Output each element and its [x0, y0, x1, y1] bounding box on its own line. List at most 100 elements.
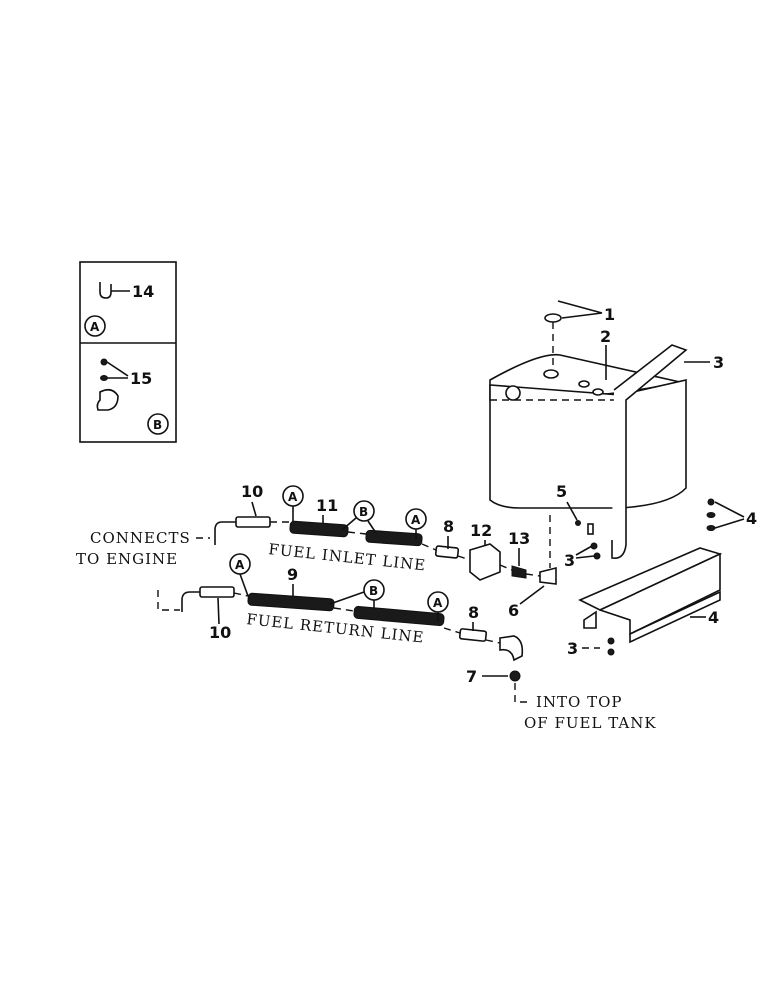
inlet-fitting-8: [434, 545, 460, 559]
callout-8b: 8: [468, 603, 479, 622]
fuel-tank: [489, 353, 687, 509]
inlet-clip-a1-label: A: [288, 490, 298, 504]
callout-9: 9: [287, 565, 298, 584]
leader-1: [557, 300, 603, 319]
screw-5: [575, 520, 581, 526]
inlet-dash-2: [347, 531, 367, 535]
leader-5: [566, 501, 578, 521]
leader-10b: [217, 597, 220, 625]
inlet-filter-12: [469, 543, 501, 581]
bolt-3: [587, 523, 594, 535]
washer-4: [706, 512, 716, 518]
callout-8a: 8: [443, 517, 454, 536]
section-a-label: A: [90, 320, 100, 334]
inlet-dash-4: [457, 555, 471, 561]
inlet-dash-6: [525, 573, 541, 577]
leader-15: [106, 361, 129, 379]
bracket-lip: [629, 590, 721, 644]
bushing-7: [509, 670, 521, 682]
callout-3b: 3: [564, 551, 575, 570]
fuel-inlet-line: [214, 516, 557, 585]
return-fitting-10: [199, 586, 235, 598]
inlet-dash-3: [421, 543, 437, 551]
inlet-clip-a2-label: A: [411, 513, 421, 527]
tank-opening-2: [578, 380, 590, 388]
nut-3: [593, 552, 601, 560]
screw-15: [100, 358, 108, 366]
callout-10b: 10: [209, 623, 231, 642]
callout-5: 5: [556, 482, 567, 501]
callout-7: 7: [466, 667, 477, 686]
callout-10a: 10: [241, 482, 263, 501]
callout-6: 6: [508, 601, 519, 620]
cap-1: [544, 313, 562, 323]
leader-return-b: [329, 591, 375, 610]
tank-outlet-fitting: [539, 566, 557, 585]
inlet-clip-b: [353, 500, 375, 522]
tank-strap: [611, 344, 688, 560]
callout-1: 1: [604, 305, 615, 324]
callout-12: 12: [470, 521, 492, 540]
bolt-4: [707, 498, 715, 506]
return-clip-a1-label: A: [235, 558, 245, 572]
leader-10a: [251, 501, 257, 517]
into-top-leader: [514, 683, 530, 703]
callout-13: 13: [508, 529, 530, 548]
inlet-hose-11a: [289, 520, 349, 538]
bracket-flange: [599, 552, 721, 636]
inset-frame: [79, 261, 177, 443]
tank-front: [489, 384, 621, 509]
into-top-caption-2: OF FUEL TANK: [524, 714, 657, 732]
section-a-marker: [84, 315, 106, 337]
return-dash-2: [333, 607, 355, 612]
return-dash-1: [233, 592, 249, 597]
callout-15: 15: [130, 369, 152, 388]
inlet-fitting-13: [511, 565, 527, 579]
section-b-marker: [147, 413, 169, 435]
return-hose-9a: [247, 592, 335, 612]
tank-side: [619, 378, 687, 509]
inlet-dash-5: [499, 564, 513, 571]
tank-opening-3: [592, 388, 604, 396]
callout-2: 2: [600, 327, 611, 346]
connects-caption-2: TO ENGINE: [76, 550, 178, 568]
leader-4a: [714, 501, 745, 529]
callout-11: 11: [316, 496, 338, 515]
section-b-label: B: [153, 418, 162, 432]
nut-4: [706, 525, 716, 531]
leader-6: [519, 585, 545, 605]
mounting-bracket: [578, 547, 723, 644]
return-clip-b-label: B: [369, 584, 378, 598]
connects-bracket: [157, 590, 180, 611]
nut-3-lower: [607, 648, 615, 656]
callout-14: 14: [132, 282, 154, 301]
inset-box: 14 A 15 B: [79, 261, 177, 443]
inlet-fitting-10: [235, 516, 271, 528]
nut-15: [100, 375, 108, 381]
return-hose-9b: [353, 605, 445, 627]
return-dash-4: [485, 639, 501, 644]
washer-3-lower: [607, 637, 615, 645]
inlet-clip-b-label: B: [359, 505, 368, 519]
return-elbow-10: [181, 591, 200, 612]
into-top-caption-1: INTO TOP: [536, 693, 623, 711]
inlet-hose-11b: [365, 529, 423, 547]
return-elbow-6: [499, 635, 524, 662]
leader-inlet-b: [341, 517, 377, 534]
tank-opening-1: [543, 369, 559, 379]
filler-neck: [505, 385, 521, 401]
fuel-return-line: [181, 586, 524, 662]
connects-caption-1: CONNECTS: [90, 529, 191, 547]
callout-3c: 3: [567, 639, 578, 658]
return-dash-3: [443, 627, 461, 634]
clamp-15-drawing: [96, 388, 119, 411]
clip-14-drawing: [99, 282, 112, 299]
callout-3a: 3: [713, 353, 724, 372]
callout-4b: 4: [708, 608, 719, 627]
return-clip-a2-label: A: [433, 596, 443, 610]
leader-return-a1: [239, 573, 249, 597]
inlet-elbow-10: [214, 521, 236, 545]
leader-3b: [575, 545, 595, 559]
callout-4a: 4: [746, 509, 757, 528]
